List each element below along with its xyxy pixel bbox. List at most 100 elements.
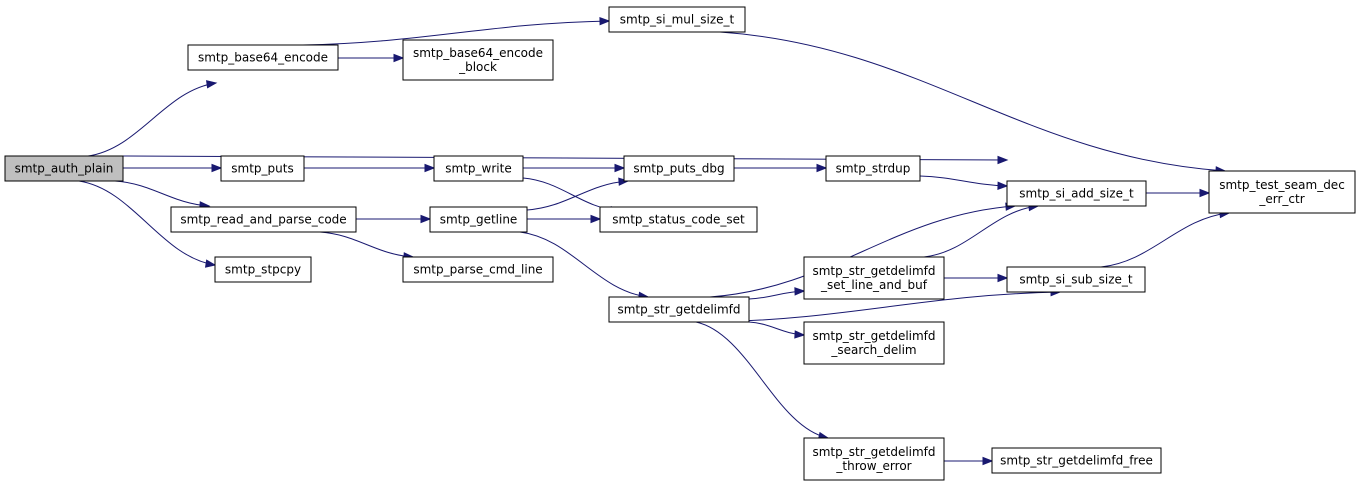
edge-line — [709, 205, 1016, 298]
edge-smtp_str_getdelimfd_throw_error-to-smtp_str_getdelimfd_free — [944, 456, 994, 466]
edge-smtp_str_getdelimfd-to-smtp_str_getdelimfd_set_line_and_buf — [748, 287, 806, 300]
node-smtp-puts-dbg[interactable]: smtp_puts_dbg — [623, 155, 735, 182]
node-label: smtp_getline — [440, 213, 518, 227]
node-box — [402, 39, 554, 81]
node-smtp-str-getdelimfd[interactable]: smtp_str_getdelimfd — [608, 296, 750, 323]
edge-smtp_auth_plain-to-smtp_puts — [123, 163, 223, 173]
node-box — [187, 44, 339, 71]
node-smtp-stpcpy[interactable]: smtp_stpcpy — [214, 256, 312, 283]
edge-smtp_auth_plain-to-smtp_stpcpy — [78, 180, 217, 268]
node-label: smtp_parse_cmd_line — [413, 263, 542, 277]
edge-smtp_write-to-smtp_puts_dbg — [523, 163, 626, 173]
node-smtp-str-getdelimfd-throw-error[interactable]: smtp_str_getdelimfd_throw_error — [803, 437, 945, 481]
arrowhead-icon — [614, 163, 626, 173]
node-label: smtp_si_sub_size_t — [1019, 273, 1133, 287]
edge-smtp_read_and_parse_code-to-smtp_parse_cmd_line — [319, 231, 415, 261]
node-label: smtp_auth_plain — [15, 162, 114, 176]
arrowhead-icon — [1199, 188, 1211, 198]
arrowhead-icon — [982, 456, 994, 466]
node-smtp-str-getdelimfd-set-line-and-buf[interactable]: smtp_str_getdelimfd_set_line_and_buf — [803, 256, 945, 300]
node-box — [599, 206, 758, 233]
node-label: smtp_read_and_parse_code — [180, 213, 346, 227]
edge-smtp_auth_plain-to-smtp_base64_encode — [87, 80, 218, 157]
node-smtp-si-mul-size-t[interactable]: smtp_si_mul_size_t — [608, 6, 746, 33]
node-smtp-parse-cmd-line[interactable]: smtp_parse_cmd_line — [402, 256, 554, 283]
arrowhead-icon — [997, 155, 1009, 165]
edge-smtp_getline-to-smtp_status_code_set — [526, 214, 602, 224]
edge-line — [302, 20, 610, 46]
node-box — [608, 296, 750, 323]
node-label: _throw_error — [835, 459, 911, 473]
node-smtp-read-and-parse-code[interactable]: smtp_read_and_parse_code — [170, 206, 357, 233]
node-box — [1006, 180, 1147, 207]
node-box — [608, 6, 746, 33]
edge-line — [319, 231, 414, 258]
node-box — [1208, 170, 1356, 214]
edge-smtp_base64_encode-to-smtp_base64_encode_block — [337, 53, 405, 63]
node-label: _search_delim — [830, 343, 916, 357]
nodes-layer: smtp_auth_plain smtp_base64_encode smtp_si… — [4, 6, 1356, 481]
arrowhead-icon — [618, 177, 630, 186]
edge-line — [712, 291, 1061, 323]
node-label: smtp_str_getdelimfd_free — [1000, 454, 1153, 468]
node-box — [991, 447, 1162, 474]
node-box — [1006, 266, 1146, 293]
edge-line — [519, 231, 649, 298]
node-label: smtp_str_getdelimfd — [812, 264, 935, 278]
node-smtp-strdup[interactable]: smtp_strdup — [825, 155, 921, 182]
arrowhead-icon — [794, 330, 806, 339]
node-smtp-si-add-size-t[interactable]: smtp_si_add_size_t — [1006, 180, 1147, 207]
node-smtp-getline[interactable]: smtp_getline — [429, 206, 528, 233]
arrowhead-icon — [997, 273, 1009, 283]
node-smtp-base64-encode[interactable]: smtp_base64_encode — [187, 44, 339, 71]
node-smtp-str-getdelimfd-free[interactable]: smtp_str_getdelimfd_free — [991, 447, 1162, 474]
edge-line — [78, 180, 216, 266]
edge-line — [719, 31, 1226, 172]
node-smtp-base64-encode-block[interactable]: smtp_base64_encode_block — [402, 39, 554, 81]
node-label: smtp_status_code_set — [612, 213, 745, 227]
arrowhead-icon — [211, 163, 223, 173]
node-box — [623, 155, 735, 182]
arrowhead-icon — [997, 181, 1009, 190]
edge-smtp_si_mul_size_t-to-smtp_test_seam_dec_err_ctr — [719, 31, 1227, 175]
node-box — [429, 206, 528, 233]
edge-line — [522, 177, 621, 212]
node-smtp-status-code-set[interactable]: smtp_status_code_set — [599, 206, 758, 233]
node-box — [170, 206, 357, 233]
arrowhead-icon — [816, 163, 828, 173]
edge-smtp_si_add_size_t-to-smtp_test_seam_dec_err_ctr — [1146, 188, 1211, 198]
arrowhead-icon — [794, 287, 806, 296]
node-label: smtp_puts — [231, 162, 293, 176]
arrowhead-icon — [204, 259, 217, 268]
edge-smtp_str_getdelimfd-to-smtp_str_getdelimfd_search_delim — [748, 321, 806, 339]
node-smtp-si-sub-size-t[interactable]: smtp_si_sub_size_t — [1006, 266, 1146, 293]
arrowhead-icon — [393, 53, 405, 63]
node-smtp-test-seam-dec-err-ctr[interactable]: smtp_test_seam_dec_err_ctr — [1208, 170, 1356, 214]
edge-smtp_base64_encode-to-smtp_si_mul_size_t — [302, 16, 611, 46]
node-smtp-auth-plain[interactable]: smtp_auth_plain — [4, 155, 124, 182]
edge-line — [919, 175, 1008, 187]
node-label: smtp_si_mul_size_t — [620, 13, 735, 27]
node-label: smtp_stpcpy — [225, 263, 301, 277]
node-box — [803, 321, 945, 365]
edge-line — [923, 205, 1039, 258]
node-smtp-puts[interactable]: smtp_puts — [220, 155, 305, 182]
node-label: _set_line_and_buf — [820, 278, 928, 292]
edge-line — [526, 180, 629, 211]
node-smtp-str-getdelimfd-search-delim[interactable]: smtp_str_getdelimfd_search_delim — [803, 321, 945, 365]
edge-smtp_strdup-to-smtp_si_add_size_t — [919, 175, 1009, 190]
node-box — [825, 155, 921, 182]
node-box — [803, 437, 945, 481]
node-box — [214, 256, 312, 283]
node-label: _block — [458, 60, 497, 74]
edge-line — [1100, 212, 1230, 268]
arrowhead-icon — [599, 16, 611, 26]
edge-smtp_puts_dbg-to-smtp_strdup — [734, 163, 828, 173]
edges-layer — [78, 16, 1231, 466]
node-label: smtp_str_getdelimfd — [812, 329, 935, 343]
node-smtp-write[interactable]: smtp_write — [433, 155, 524, 182]
edge-smtp_getline-to-smtp_puts_dbg — [526, 177, 630, 211]
edge-smtp_read_and_parse_code-to-smtp_getline — [355, 214, 432, 224]
node-box — [402, 256, 554, 283]
